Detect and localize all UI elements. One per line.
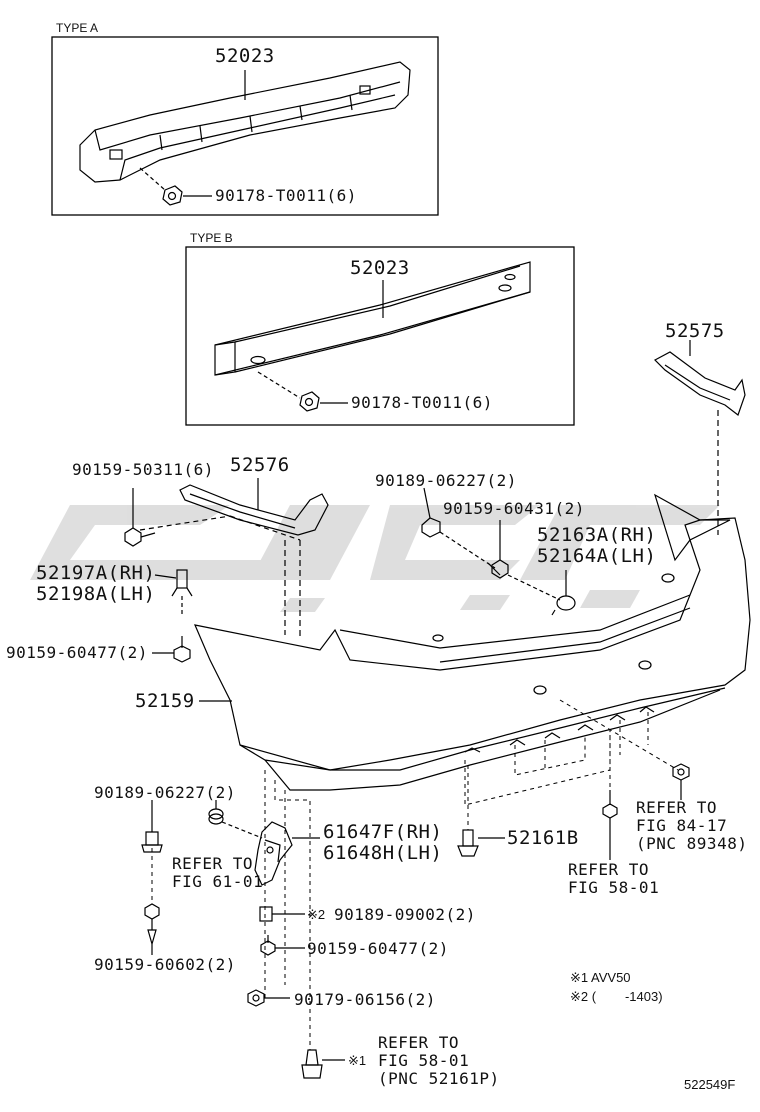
label-refer-61: REFER TO FIG 61-01 [172,854,264,891]
nut-icon-type-b [299,391,348,412]
watermark-logo [30,505,720,612]
type-b-title: TYPE B [190,231,233,245]
screw-icon-center [487,520,561,601]
label-refer-58-mid: REFER TO FIG 58-01 [568,860,660,897]
bolt-icon-right [602,790,618,860]
label-screw-bottom-mid: 90159-60477(2) [307,939,449,958]
clip-icon-bottom [301,1049,345,1079]
type-a-title: TYPE A [56,21,99,35]
type-a-fastener-label: 90178-T0011(6) [215,186,357,205]
bracket-52576 [139,478,329,640]
label-52576: 52576 [230,454,290,476]
label-refer-58-bottom: REFER TO FIG 58-01 (PNC 52161P) [378,1033,500,1088]
mark-2-label: ※2 [307,907,326,922]
label-screw-left-mid: 90159-60477(2) [6,643,148,662]
type-b-box [185,246,575,426]
label-screw-bottom-left: 90159-60602(2) [94,955,236,974]
label-grommet: 90189-09002(2) [334,905,476,924]
type-b-fastener-label: 90178-T0011(6) [351,393,493,412]
nut-icon-right [672,763,690,800]
screw-icon-left-top [124,488,156,547]
type-b-part-label: 52023 [350,257,410,279]
label-screw-center: 90159-60431(2) [443,499,585,518]
label-52575: 52575 [665,320,725,342]
label-retainer-pair: 52197A(RH) 52198A(LH) [36,562,156,605]
label-clip-top: 90189-06227(2) [375,471,517,490]
screw-icon-bottom-mid [260,935,305,956]
reinforcement-type-b [214,261,531,399]
type-a-box [51,36,439,216]
nut-icon-type-a [162,185,212,206]
clip-icon-52161b [457,829,505,857]
label-screw-left-top: 90159-50311(6) [72,460,214,479]
bumper-cover-52159 [193,493,751,791]
reinforcement-type-a [79,61,411,191]
label-52161b: 52161B [507,827,579,849]
figure-id: 522549F [684,1077,736,1092]
mark-1-label: ※1 [348,1053,367,1068]
note-2: ※2 ( -1403) [570,989,663,1004]
label-bumper-cover: 52159 [135,690,195,712]
screw-icon-bottom-left [144,903,160,955]
label-clip-bottom-left: 90189-06227(2) [94,783,236,802]
clip-icon-left [141,800,163,853]
nut-icon-bottom [247,989,290,1007]
retainer-icon [154,569,193,615]
bracket-52575 [654,340,746,535]
label-refer-84: REFER TO FIG 84-17 (PNC 89348) [636,798,748,853]
type-a-part-label: 52023 [215,45,275,67]
grommet-icon-mid [259,906,305,922]
label-nut-bottom: 90179-06156(2) [294,990,436,1009]
clip-icon-top [421,487,496,569]
screw-icon-left-mid [152,636,191,663]
label-cover-pair: 52163A(RH) 52164A(LH) [537,524,657,567]
note-1: ※1 AVV50 [570,970,631,985]
bracket-61647f [221,821,320,886]
grommet-icon-left [208,800,224,825]
cover-icon-52163 [551,570,576,616]
label-bracket-pair: 61647F(RH) 61648H(LH) [323,821,443,864]
clip-dashed-lines [151,699,679,1050]
